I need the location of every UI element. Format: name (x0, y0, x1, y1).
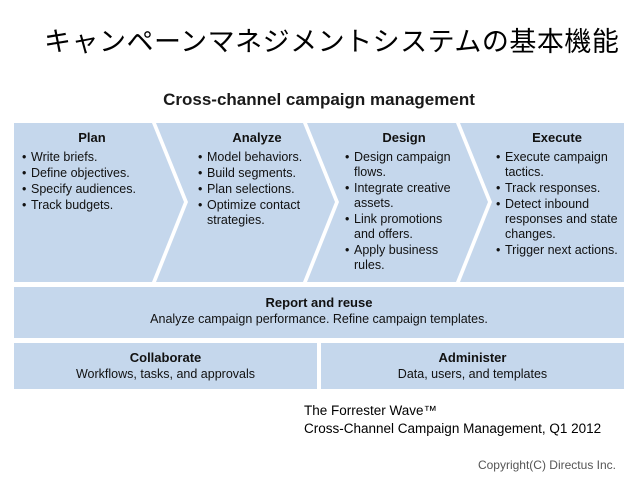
administer-subtitle: Data, users, and templates (397, 367, 548, 381)
design-item: Integrate creative assets. (345, 181, 463, 211)
source-citation: The Forrester Wave™ Cross-Channel Campai… (304, 402, 601, 438)
report-reuse: Report and reuse Analyze campaign perfor… (14, 295, 624, 327)
stage-execute-title: Execute (532, 130, 582, 145)
stage-plan: Plan Write briefs. Define objectives. Sp… (22, 130, 162, 214)
execute-item: Detect inbound responses and state chang… (496, 197, 618, 242)
stage-design-title: Design (382, 130, 426, 145)
citation-line-2: Cross-Channel Campaign Management, Q1 20… (304, 421, 602, 436)
analyze-item: Model behaviors. (198, 150, 316, 165)
report-band (14, 287, 624, 338)
design-item: Link promotions and offers. (345, 212, 463, 242)
analyze-item: Build segments. (198, 166, 316, 181)
stage-analyze: Analyze Model behaviors. Build segments.… (198, 130, 316, 229)
citation-line-1: The Forrester Wave™ (304, 403, 438, 418)
copyright-notice: Copyright(C) Directus Inc. (477, 458, 616, 472)
slide-title: キャンペーンマネジメントシステムの基本機能 (44, 27, 620, 58)
collaborate-title: Collaborate (129, 350, 202, 365)
execute-item: Execute campaign tactics. (496, 150, 618, 180)
administer-band (321, 343, 624, 389)
administer: Administer Data, users, and templates (321, 350, 624, 382)
analyze-item: Optimize contact strategies. (198, 198, 316, 228)
design-item: Design campaign flows. (345, 150, 463, 180)
design-item: Apply business rules. (345, 243, 463, 273)
collaborate-band (14, 343, 317, 389)
plan-item: Track budgets. (22, 198, 162, 213)
administer-title: Administer (438, 350, 507, 365)
stage-design: Design Design campaign flows. Integrate … (345, 130, 463, 274)
plan-item: Write briefs. (22, 150, 162, 165)
execute-item: Track responses. (496, 181, 618, 196)
stage-plan-title: Plan (78, 130, 106, 145)
report-subtitle: Analyze campaign performance. Refine cam… (150, 312, 488, 326)
collaborate-subtitle: Workflows, tasks, and approvals (75, 367, 255, 381)
collaborate: Collaborate Workflows, tasks, and approv… (14, 350, 317, 382)
plan-item: Specify audiences. (22, 182, 162, 197)
stage-analyze-title: Analyze (232, 130, 282, 145)
report-title: Report and reuse (265, 295, 373, 310)
diagram-title: Cross-channel campaign management (163, 90, 475, 109)
plan-item: Define objectives. (22, 166, 162, 181)
stage-execute: Execute Execute campaign tactics. Track … (496, 130, 618, 259)
analyze-item: Plan selections. (198, 182, 316, 197)
execute-item: Trigger next actions. (496, 243, 618, 258)
